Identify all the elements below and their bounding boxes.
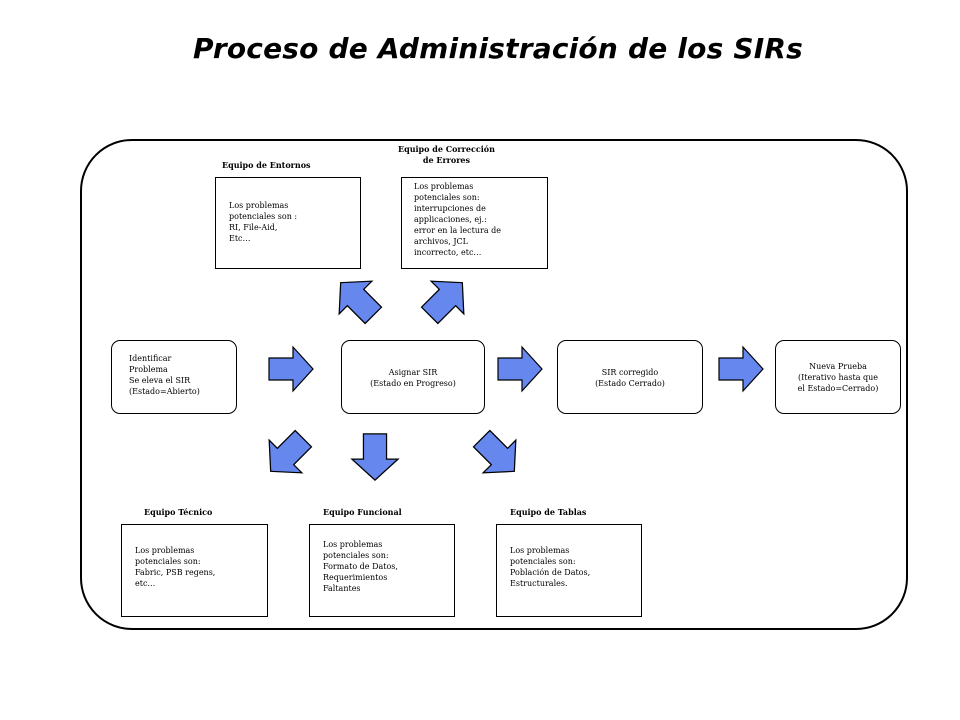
arrow-up-left (323, 265, 391, 333)
arrow-right-1 (268, 346, 314, 392)
arrow-down-right (464, 421, 532, 489)
label-equipo-entornos: Equipo de Entornos (222, 160, 311, 170)
label-equipo-tablas: Equipo de Tablas (510, 507, 587, 517)
arrow-down-left (253, 421, 321, 489)
arrow-right-2 (497, 346, 543, 392)
step-identificar: Identificar Problema Se eleva el SIR (Es… (111, 340, 237, 414)
page-title: Proceso de Administración de los SIRs (193, 32, 803, 65)
box-entornos: Los problemas potenciales son : RI, File… (215, 177, 361, 269)
step-nueva-prueba: Nueva Prueba (Iterativo hasta que el Est… (775, 340, 901, 414)
label-equipo-correccion: Equipo de Corrección de Errores (398, 144, 495, 165)
arrow-up-right (412, 265, 480, 333)
box-correccion: Los problemas potenciales son: interrupc… (401, 177, 548, 269)
process-frame (80, 139, 908, 630)
label-equipo-tecnico: Equipo Técnico (144, 507, 213, 517)
box-tablas: Los problemas potenciales son: Población… (496, 524, 642, 617)
step-corregido: SIR corregido (Estado Cerrado) (557, 340, 703, 414)
arrow-right-3 (718, 346, 764, 392)
box-tecnico: Los problemas potenciales son: Fabric, P… (121, 524, 268, 617)
box-funcional: Los problemas potenciales son: Formato d… (309, 524, 455, 617)
step-asignar: Asignar SIR (Estado en Progreso) (341, 340, 485, 414)
arrow-down-center (351, 433, 399, 481)
label-equipo-funcional: Equipo Funcional (323, 507, 402, 517)
